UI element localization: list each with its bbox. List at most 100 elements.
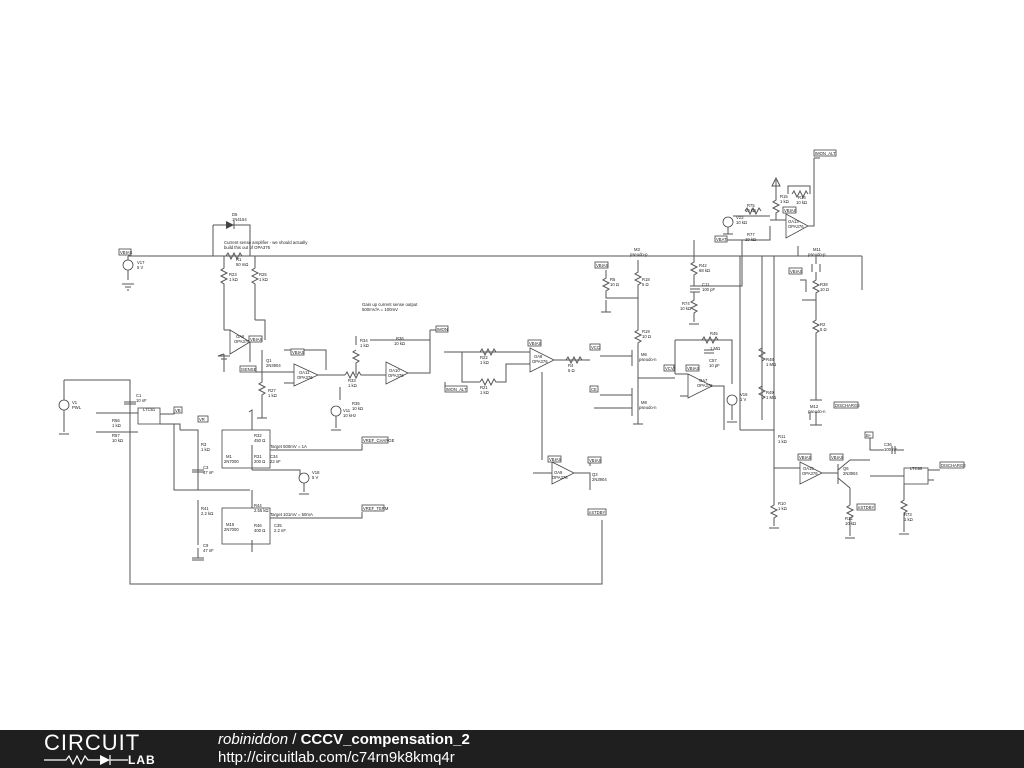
c9-value: 47 nF [203, 548, 214, 553]
q6-value: 2N3904 [843, 471, 858, 476]
c11-value: 100 pF [702, 287, 715, 292]
r46-ref: R46 [254, 523, 262, 528]
m15-value: 2N7000 [224, 527, 239, 532]
r32-value: 450 Ω [254, 438, 265, 443]
net-label-b: B+ [866, 433, 872, 438]
resistor-diode-icon [44, 754, 128, 766]
r74-ref: R74 [682, 301, 690, 306]
oa15-ref: OA15 [803, 466, 814, 471]
r19-ref: R19 [642, 329, 650, 334]
c3-ref: C3 [203, 465, 209, 470]
r42-ref: R42 [699, 263, 707, 268]
m12-value: pseudo-n [808, 409, 826, 414]
q3-ref: Q3 [592, 472, 598, 477]
diode-d5 [226, 221, 235, 229]
net-label-discharge: DISCHARGE [835, 403, 860, 408]
r45-ref: R45 [710, 331, 718, 336]
net-label-vcv: VCV [665, 366, 674, 371]
net-label-vr: VR [199, 417, 205, 422]
oa9-ref: OA9 [554, 470, 563, 475]
r25-value: 1 kΩ [259, 277, 268, 282]
r33-ref: R33 [348, 378, 356, 383]
annotation-target-term: Target 101mV = 50mA [270, 512, 313, 517]
net-label-vbias-12: VBIAS [831, 455, 844, 460]
r75-ref: R75 [747, 203, 755, 208]
net-label-vbias-9: VBIAS [784, 208, 797, 213]
r12-ref: R12 [845, 516, 853, 521]
r27-value: 1 kΩ [268, 393, 277, 398]
oa7-value: OPA376 [697, 383, 713, 388]
c1-value: 10 nF [136, 398, 147, 403]
annotation-gain-up-1: Gain up current sense output [362, 302, 418, 307]
m6-value: pseudo-n [639, 357, 657, 362]
net-label-vbias-11: VBIAS [799, 455, 812, 460]
net-label-vb: VB [175, 408, 181, 413]
r34-value: 1 kΩ [360, 343, 369, 348]
schematic-title[interactable]: CCCV_compensation_2 [300, 731, 470, 748]
v16-ref: V16 [740, 392, 748, 397]
circuitlab-logo[interactable]: CIRCUIT LAB [44, 732, 174, 767]
r4-value: 5 Ω [568, 368, 575, 373]
c3-value: 47 nF [203, 470, 214, 475]
d5-value: 1N4154 [232, 217, 247, 222]
v18-value: 5 V [312, 475, 318, 480]
r18-value: 5 Ω [642, 282, 649, 287]
r12-value: 10 kΩ [845, 521, 856, 526]
v17-ref: V17 [137, 260, 145, 265]
r23-ref: R23 [229, 272, 237, 277]
m1-ref: M1 [226, 454, 232, 459]
oa8-value: OPA376 [532, 359, 548, 364]
q6-ref: Q6 [843, 466, 849, 471]
net-label-vcc: VCC [591, 345, 600, 350]
m8-value: pseudo-n [639, 405, 657, 410]
c57-value: 10 pF [709, 363, 720, 368]
r56-ref: R56 [112, 418, 120, 423]
oa15-value: OPA376 [802, 471, 818, 476]
q3-value: 2N3904 [592, 477, 607, 482]
annotation-current-sense-2: build this out of OPA376 [224, 245, 271, 250]
net-label-vref-charge: VREF_CHARGE [363, 438, 395, 443]
r35-ref: R35 [352, 401, 360, 406]
r57-ref: R57 [112, 433, 120, 438]
r49-ref: R49 [766, 390, 774, 395]
c1-ref: C1 [136, 393, 142, 398]
net-label-vbias-2: VBIAS [250, 337, 263, 342]
q1-value: 2N3904 [266, 363, 281, 368]
v23-ref: V23 [736, 215, 744, 220]
r49-value: 1 MΩ [766, 395, 776, 400]
r33-value: 1 kΩ [348, 383, 357, 388]
m12-ref: M12 [810, 404, 819, 409]
r73-ref: R73 [904, 512, 912, 517]
v11-value: 10 kHz [343, 413, 356, 418]
v18-ref: V18 [312, 470, 320, 475]
net-label-vbias-7: VBIAS [589, 458, 602, 463]
r18-ref: R18 [642, 277, 650, 282]
r74-value: 10 kΩ [680, 306, 691, 311]
net-label-imon: IMON [437, 327, 448, 332]
oa7-ref: OA7 [699, 378, 708, 383]
r21-ref: R21 [480, 385, 488, 390]
m3-value: pseudo-p [630, 252, 648, 257]
footer-bar: CIRCUIT LAB robiniddon / CCCV_compensati… [0, 730, 1024, 768]
m6-ref: M6 [641, 352, 647, 357]
r15-value: 1 kΩ [780, 199, 789, 204]
r57-value: 10 kΩ [112, 438, 123, 443]
r46-value: 400 Ω [254, 528, 265, 533]
r22-ref: R22 [480, 355, 488, 360]
r27-ref: R27 [268, 388, 276, 393]
oa10-value: OPA376 [388, 373, 404, 378]
net-label-vbias: VBIAS [120, 250, 133, 255]
r5-ref: R5 [610, 277, 616, 282]
c35-value: 2.2 nF [274, 528, 286, 533]
annotation-current-sense-1: Current sense amplifier - we should actu… [224, 240, 308, 245]
schematic-url[interactable]: http://circuitlab.com/c74rn9k8kmq4r [218, 749, 455, 766]
r44-value: 2.55 kΩ [254, 508, 269, 513]
r23-value: 1 kΩ [229, 277, 238, 282]
author-name[interactable]: robiniddon [218, 731, 289, 748]
v16-value: 1 V [740, 397, 746, 402]
v1-ref: V1 [72, 400, 78, 405]
r5-value: 10 Ω [610, 282, 619, 287]
r77-value: 10 kΩ [745, 237, 756, 242]
oa6-ref: OA6 [236, 334, 245, 339]
r2-ref: R2 [820, 322, 826, 327]
